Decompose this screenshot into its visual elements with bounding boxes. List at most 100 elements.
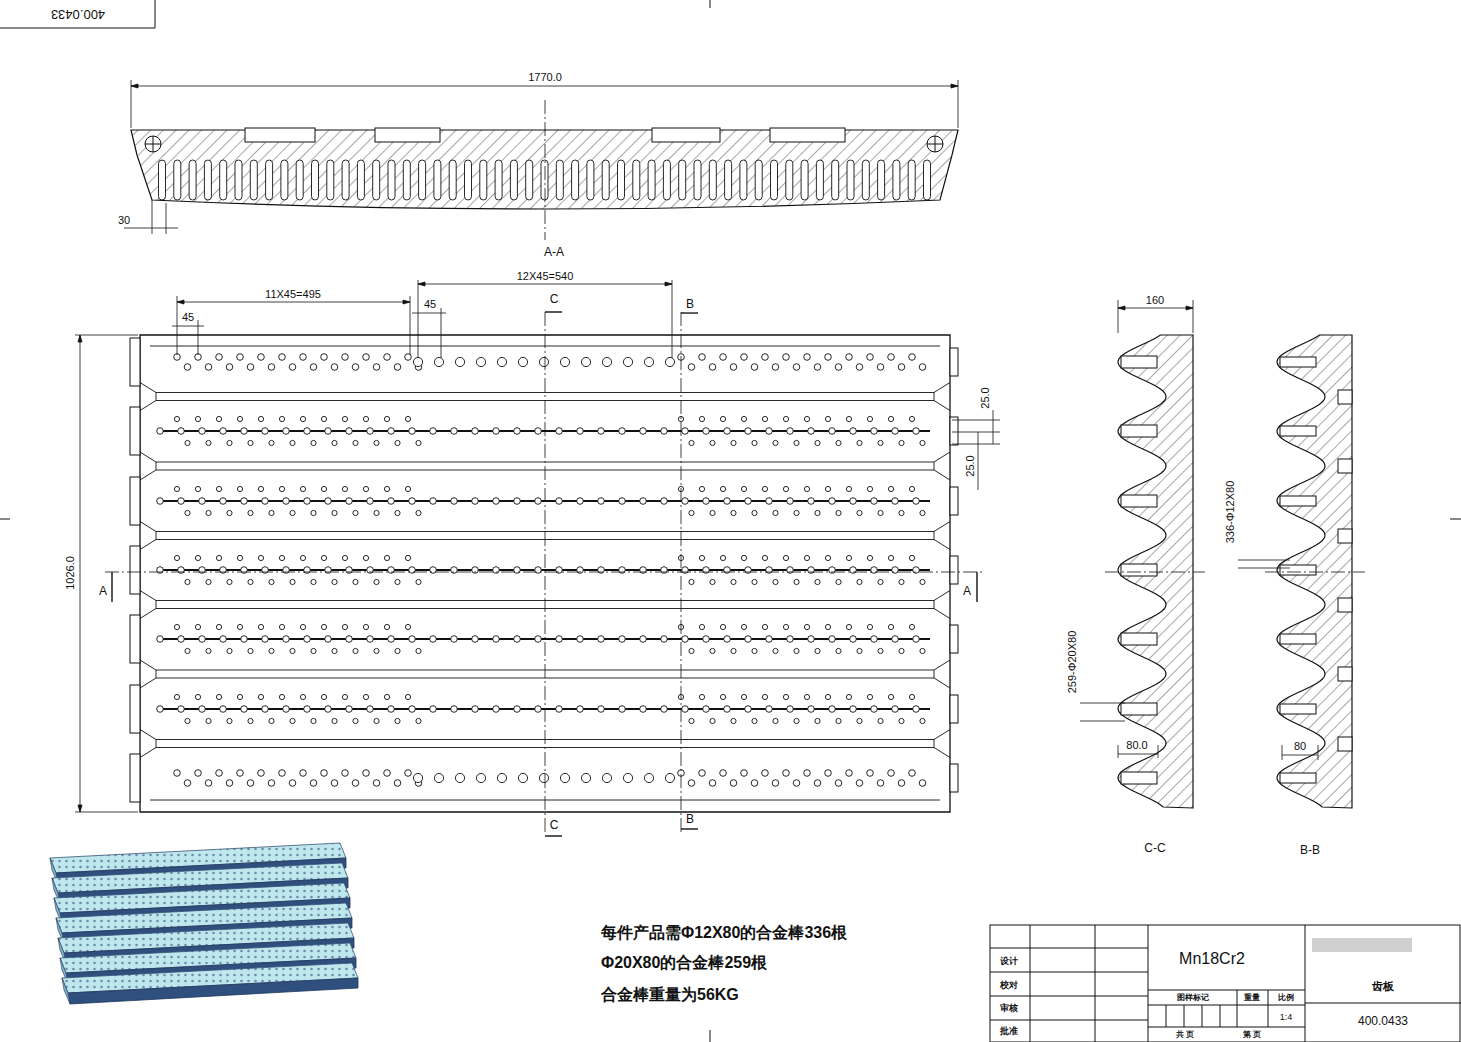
side-tab [130,477,140,525]
tooth-slot [510,160,517,200]
rod-hole [688,364,695,371]
rod-hole [346,706,353,713]
rod-hole [741,486,746,491]
rod-hole [829,498,836,505]
rod-hole [539,773,548,782]
view-label: C-C [1143,842,1166,856]
tooth-slot [816,160,823,200]
rod-hole [384,624,389,629]
side-tab [950,487,958,515]
alloy-rod [1280,634,1316,644]
rod-hole [363,770,370,777]
rod-hole [888,694,893,699]
rod-hole [836,440,841,445]
rod-hole [363,555,368,560]
rod-hole [878,440,883,445]
tooth-slot [373,160,380,200]
rod-hole [374,718,379,723]
rod-hole [409,636,416,643]
rod-hole [384,555,389,560]
rod-hole [416,718,421,723]
rod-hole [682,498,689,505]
rod-hole [342,770,349,777]
rod-hole [892,498,899,505]
ridge-end [140,522,156,550]
side-tab [130,615,140,663]
rod-hole [640,706,647,713]
rod-hole [804,770,811,777]
rod-hole [367,498,374,505]
rod-hole [920,579,925,584]
rod-hole [300,354,307,361]
rod-hole [919,780,926,787]
rod-hole [682,636,689,643]
rod-hole [395,579,400,584]
rod-hole [394,780,401,787]
rod-hole [395,718,400,723]
alloy-rod [1280,496,1316,506]
alloy-rod [1280,426,1316,436]
tooth-slot [924,160,931,200]
rod-hole [300,486,305,491]
rod-hole [472,498,479,505]
rod-hole [560,773,569,782]
rod-hole [367,706,374,713]
ridge-end [934,591,950,619]
rod-hole [269,579,274,584]
tooth-slot [618,160,625,200]
rod-hole [493,706,500,713]
rod-hole [395,440,400,445]
rod-hole [699,555,704,560]
rod-hole [661,706,668,713]
rod-hole [394,364,401,371]
rod-hole [290,440,295,445]
tooth-slot [740,160,747,200]
tooth-slot [388,160,395,200]
section-letter: A [98,585,108,599]
view-label: B-B [1299,844,1321,858]
tooth-slot [342,160,349,200]
rod-hole [352,364,359,371]
rod-hole [577,636,584,643]
rod-hole [836,718,841,723]
tooth-slot [403,160,410,200]
rod-hole [836,648,841,653]
rod-hole [857,718,862,723]
rod-hole [835,780,842,787]
rod-hole [384,416,389,421]
rod-hole [321,770,328,777]
section-letter: A [962,585,972,599]
rod-hole [909,486,914,491]
rod-hole [808,428,815,435]
part-name: 齿板 [1371,980,1395,993]
rod-hole [311,718,316,723]
side-tab [130,338,140,386]
rod-hole [846,416,851,421]
rod-hole [216,416,221,421]
rod-hole [331,780,338,787]
rod-hole [268,780,275,787]
rod-hole [741,416,746,421]
note-text: Φ20X80的合金棒259根 [600,954,768,972]
rod-hole [846,486,851,491]
rod-hole [290,718,295,723]
rod-hole [353,440,358,445]
rod-hole [311,440,316,445]
rod-hole [762,624,767,629]
rod-hole [237,486,242,491]
rod-hole [321,486,326,491]
rod-hole [241,706,248,713]
rod-hole [814,780,821,787]
rod-hole [413,773,422,782]
alloy-rod [1338,529,1352,543]
rod-hole [766,706,773,713]
rod-hole [783,416,788,421]
rod-hole [919,364,926,371]
rod-hole [178,498,185,505]
rod-hole [269,440,274,445]
rod-hole [804,555,809,560]
rod-hole [413,357,422,366]
rod-hole [409,498,416,505]
rod-hole [455,773,464,782]
rod-hole [581,357,590,366]
